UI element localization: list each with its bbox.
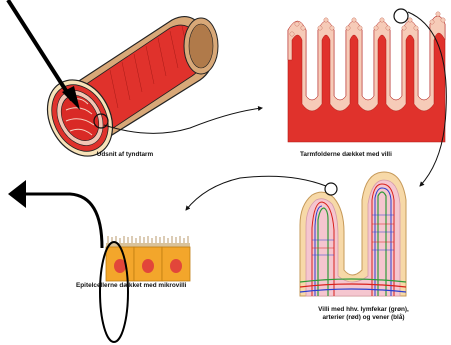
caption-villi-vessels-line1: Villi med hhv. lymfekar (grøn),: [318, 306, 409, 313]
curved-pointer-arrow: [18, 194, 102, 248]
caption-epithelial-cells: Epitelcellerne dækket med mikrovilli: [76, 282, 216, 290]
caption-villi-vessels: Villi med hhv. lymfekar (grøn), arterier…: [306, 306, 421, 322]
caption-intestine-section: Udsnit af tyndtarm: [70, 151, 180, 159]
diagonal-pointer-arrow: [8, 0, 72, 100]
caption-folds-with-villi: Tarmfolderne dækket med villi: [300, 151, 440, 159]
folds-villi-illustration: [288, 9, 445, 142]
caption-villi-vessels-line2: arterier (rød) og vener (blå): [322, 314, 404, 321]
curved-pointer-arrowhead: [8, 180, 26, 208]
villi-vessels-illustration: [300, 172, 406, 296]
